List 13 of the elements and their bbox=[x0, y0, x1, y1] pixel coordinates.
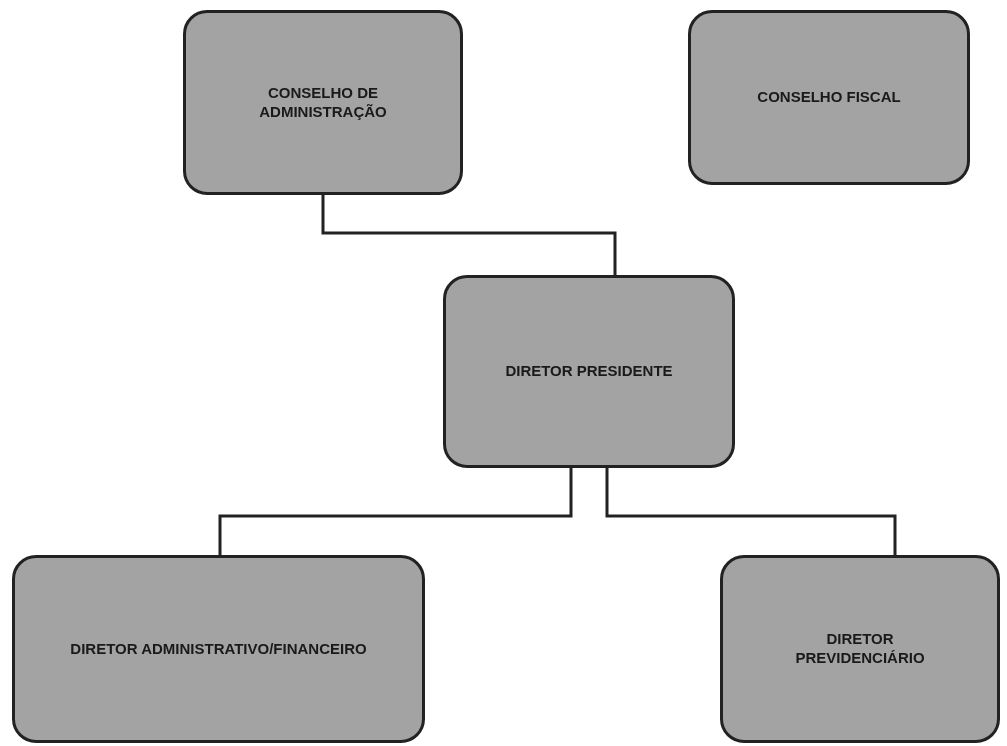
box-title: CONSELHO FISCAL bbox=[757, 88, 901, 107]
org-box bbox=[12, 555, 425, 743]
org-box bbox=[183, 10, 463, 195]
connector-line bbox=[321, 195, 617, 275]
box-title: DIRETOR PRESIDENTE bbox=[505, 362, 673, 381]
org-box bbox=[720, 555, 1000, 743]
box-title: DIRETOR PREVIDENCIÁRIO bbox=[794, 630, 926, 668]
box-title: CONSELHO DE ADMINISTRAÇÃO bbox=[258, 83, 388, 122]
connector-line bbox=[218, 468, 573, 555]
org-box bbox=[443, 275, 735, 468]
box-title: DIRETOR ADMINISTRATIVO/FINANCEIRO bbox=[70, 639, 367, 659]
org-box bbox=[688, 10, 970, 185]
connector-line bbox=[605, 468, 897, 555]
